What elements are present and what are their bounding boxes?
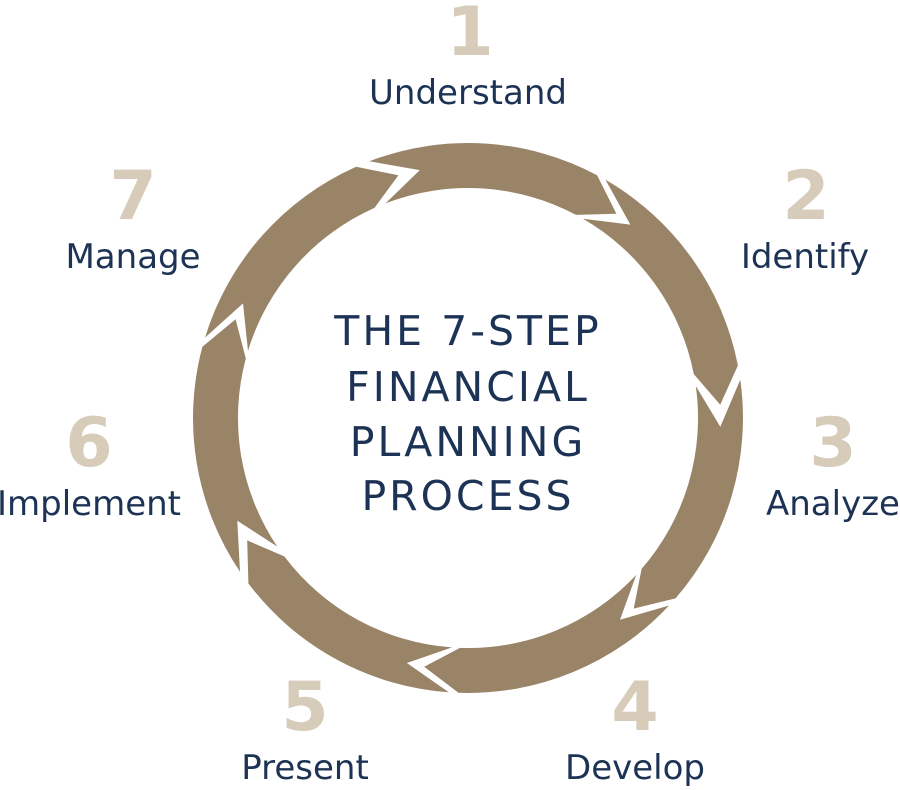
step-number: 7 — [109, 157, 156, 236]
step-label: Implement — [0, 484, 181, 524]
step-number: 5 — [281, 668, 328, 747]
step-number: 1 — [446, 0, 493, 72]
step-label: Analyze — [766, 484, 900, 524]
step-7-manage: 7 Manage — [65, 157, 200, 277]
step-label: Manage — [65, 237, 200, 277]
center-title-line-1: THE 7-STEP — [333, 307, 601, 355]
center-title-line-2: FINANCIAL — [346, 363, 590, 411]
cycle-ring — [193, 143, 743, 693]
step-label: Develop — [565, 748, 705, 788]
step-number: 6 — [65, 404, 112, 483]
ring-arrow-segment-1 — [369, 143, 617, 215]
ring-arrow-segment-3 — [633, 379, 743, 609]
step-1-understand: 1 Understand — [369, 0, 567, 113]
step-number: 2 — [782, 157, 829, 236]
step-4-develop: 4 Develop — [565, 668, 705, 788]
step-5-present: 5 Present — [241, 668, 369, 788]
step-6-implement: 6 Implement — [0, 404, 181, 524]
step-3-analyze: 3 Analyze — [766, 404, 900, 524]
step-label: Understand — [369, 73, 567, 113]
ring-arrow-segment-2 — [583, 179, 738, 405]
step-label: Present — [241, 748, 369, 788]
step-2-identify: 2 Identify — [741, 157, 869, 277]
ring-arrow-segment-6 — [193, 319, 278, 572]
ring-arrow-segment-4 — [424, 574, 670, 693]
step-label: Identify — [741, 237, 869, 277]
ring-arrow-segment-5 — [247, 540, 452, 693]
ring-arrow-segment-7 — [205, 166, 399, 351]
center-title: THE 7-STEP FINANCIAL PLANNING PROCESS — [333, 307, 601, 520]
center-title-line-4: PROCESS — [361, 472, 574, 520]
step-number: 3 — [809, 404, 856, 483]
center-title-line-3: PLANNING — [350, 418, 586, 466]
step-number: 4 — [611, 668, 658, 747]
